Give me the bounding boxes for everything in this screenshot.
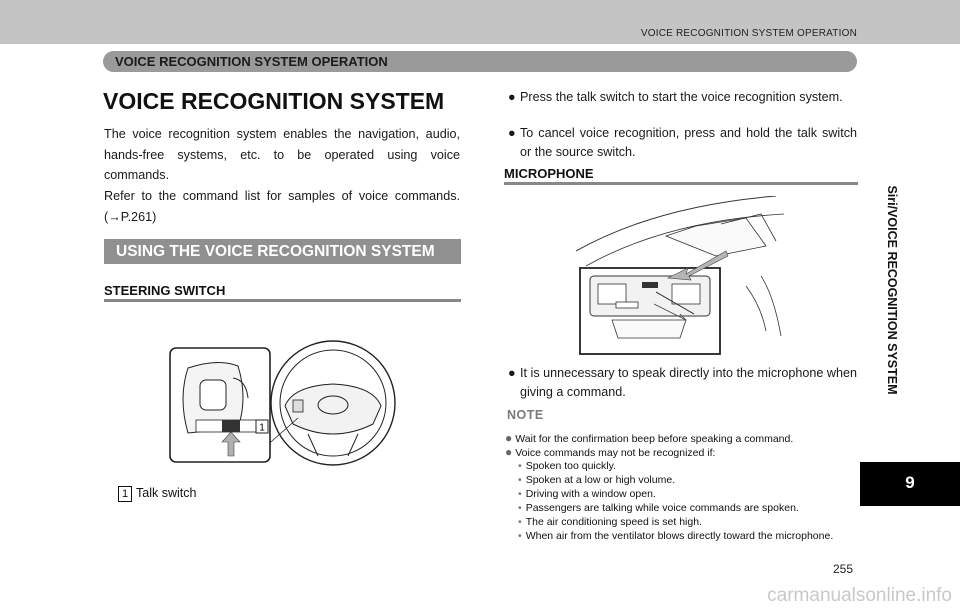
chapter-number: 9: [905, 473, 915, 492]
note-subitem: •Driving with a window open.: [518, 488, 656, 500]
section-heading-label: USING THE VOICE RECOGNITION SYSTEM: [116, 243, 435, 260]
note-heading: NOTE: [507, 408, 544, 422]
steering-switch-rule: [104, 299, 461, 302]
page-title: VOICE RECOGNITION SYSTEM: [103, 88, 445, 114]
caption-text: Talk switch: [136, 486, 197, 500]
top-header-band: [0, 0, 960, 44]
intro-paragraph: The voice recognition system enables the…: [104, 127, 460, 182]
bullet-item: ●To cancel voice recognition, press and …: [508, 126, 857, 159]
section-bar: VOICE RECOGNITION SYSTEM OPERATION: [103, 51, 857, 72]
microphone-rule: [504, 182, 858, 185]
reference-paragraph: Refer to the command list for samples of…: [104, 189, 460, 224]
section-heading-bar: USING THE VOICE RECOGNITION SYSTEM: [104, 239, 461, 264]
figure-caption: 1 Talk switch: [118, 486, 196, 502]
chapter-side-tab-label: Siri/VOICE RECOGNITION SYSTEM: [885, 185, 899, 395]
microphone-heading: MICROPHONE: [504, 166, 594, 181]
steering-wheel-illustration: 1: [169, 340, 396, 466]
chapter-side-tab: Siri/VOICE RECOGNITION SYSTEM: [868, 120, 916, 460]
caption-number-box: 1: [118, 486, 132, 502]
note-item: ●Wait for the confirmation beep before s…: [505, 431, 794, 445]
running-header: VOICE RECOGNITION SYSTEM OPERATION: [640, 28, 857, 39]
note-subitem: •Passengers are talking while voice comm…: [518, 502, 799, 514]
watermark: carmanualsonline.info: [767, 585, 952, 606]
note-subitem: •Spoken at a low or high volume.: [518, 474, 676, 486]
note-subitem: •When air from the ventilator blows dire…: [518, 530, 834, 542]
microphone-illustration: [576, 196, 784, 355]
figure-callout-number: 1: [259, 423, 265, 434]
note-subitem: •The air conditioning speed is set high.: [518, 516, 702, 528]
note-subitem: •Spoken too quickly.: [518, 460, 616, 472]
note-item: ●Voice commands may not be recognized if…: [505, 445, 716, 459]
bullet-item: ●It is unnecessary to speak directly int…: [508, 366, 857, 399]
page-number: 255: [833, 562, 854, 576]
chapter-number-box: 9: [860, 462, 960, 506]
section-bar-label: VOICE RECOGNITION SYSTEM OPERATION: [115, 54, 388, 69]
bullet-item: ●Press the talk switch to start the voic…: [508, 90, 843, 104]
steering-switch-heading: STEERING SWITCH: [104, 283, 226, 298]
